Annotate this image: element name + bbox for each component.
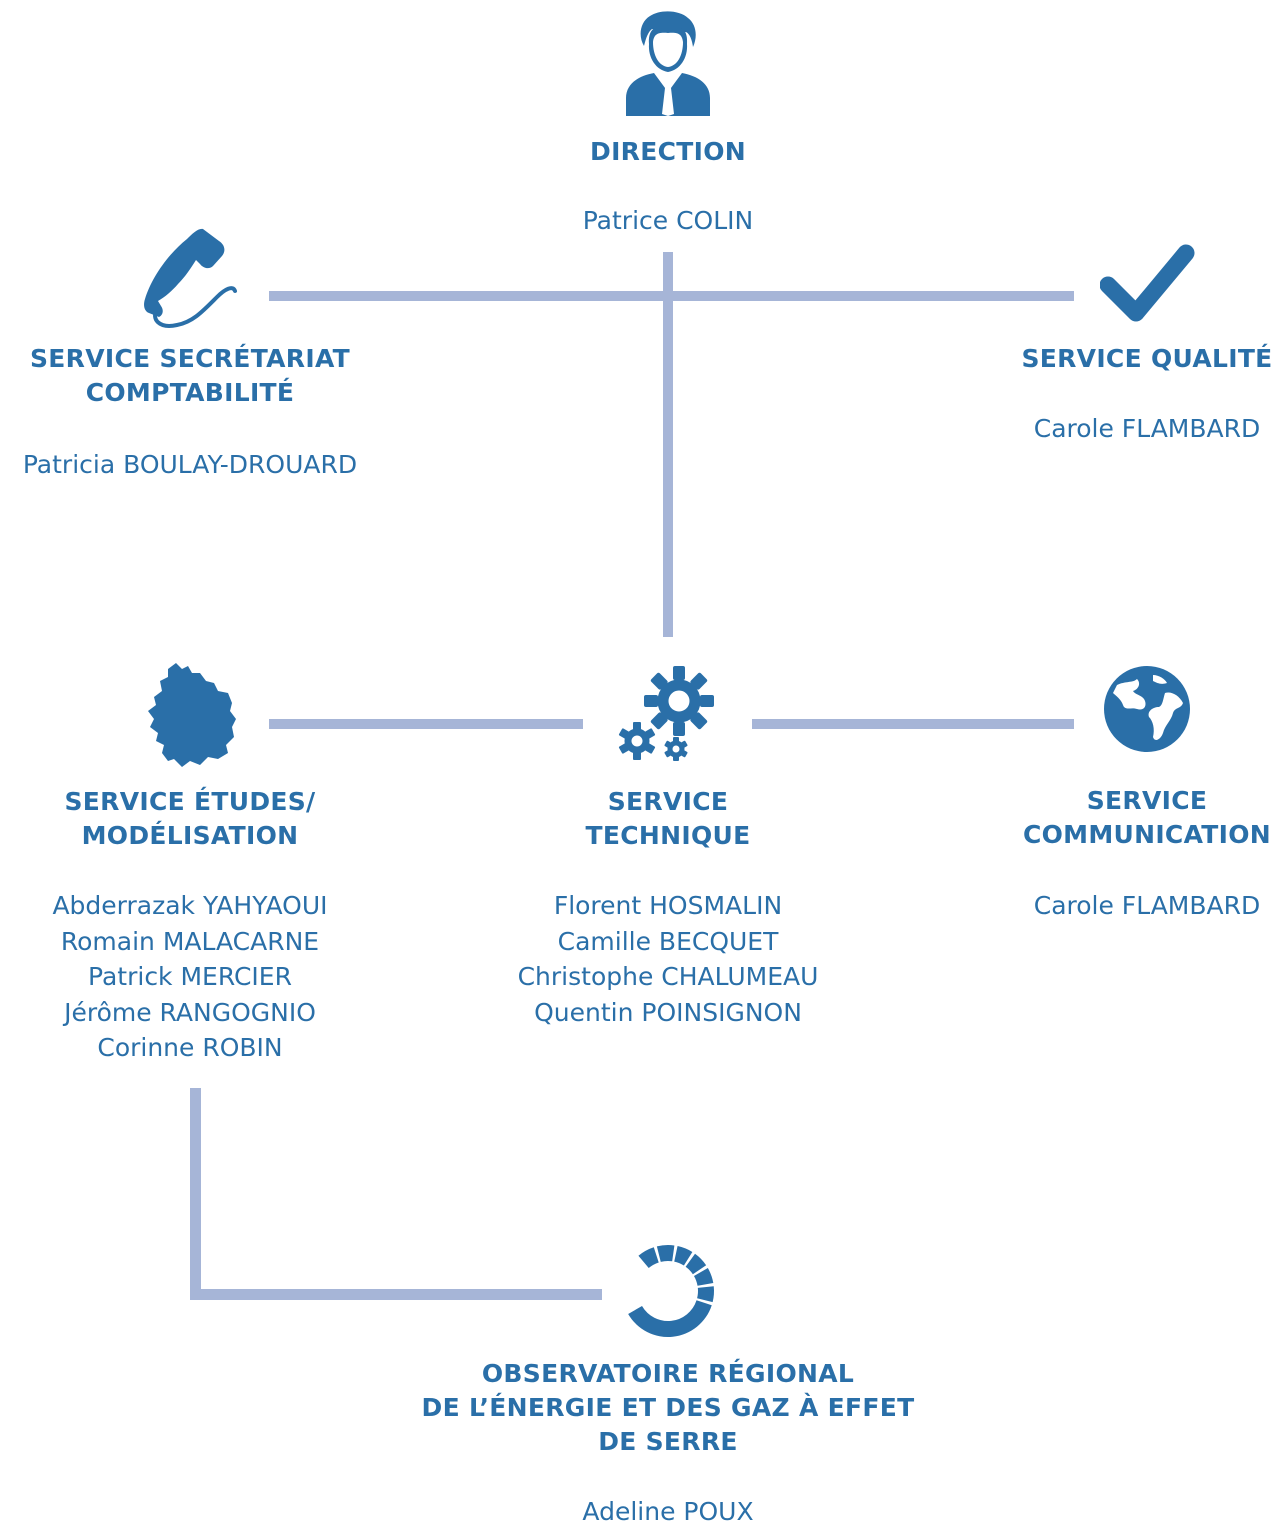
- member-name: Patrick MERCIER: [88, 962, 292, 991]
- etudes-members: Abderrazak YAHYAOUI Romain MALACARNE Pat…: [0, 888, 380, 1066]
- ring-segment: [638, 1247, 659, 1269]
- qualite-title: SERVICE QUALITÉ: [1016, 342, 1278, 376]
- title-line: SERVICE: [1086, 786, 1208, 815]
- communication-title: SERVICE COMMUNICATION: [1016, 784, 1278, 852]
- title-line: COMMUNICATION: [1022, 820, 1272, 849]
- title-line: OBSERVATOIRE RÉGIONAL: [481, 1359, 855, 1388]
- ring-segment: [656, 1245, 675, 1262]
- title-line: SERVICE: [607, 787, 729, 816]
- direction-title: DIRECTION: [590, 137, 746, 166]
- connector-etudes-observatoire: [190, 1289, 602, 1300]
- member-name: Romain MALACARNE: [60, 926, 320, 956]
- checkmark-icon: [1100, 241, 1196, 325]
- technique-title: SERVICE TECHNIQUE: [468, 785, 868, 853]
- member-name: Quentin POINSIGNON: [534, 997, 802, 1027]
- secretariat-title: SERVICE SECRÉTARIAT COMPTABILITÉ: [0, 342, 380, 410]
- member-name: Corinne ROBIN: [97, 1033, 283, 1062]
- connector-technique-etudes: [269, 719, 583, 729]
- technique-members: Florent HOSMALIN Camille BECQUET Christo…: [448, 888, 888, 1030]
- gears-icon: [617, 665, 719, 763]
- connector-technique-communication: [752, 719, 1074, 729]
- direction-members: Patrice COLIN: [468, 203, 868, 239]
- member-name: Florent HOSMALIN: [553, 891, 783, 920]
- title-line: SERVICE ÉTUDES/: [64, 787, 316, 816]
- member-name: Carole FLAMBARD: [1033, 414, 1261, 443]
- member-name: Camille BECQUET: [557, 926, 779, 956]
- ring-segment: [697, 1286, 714, 1303]
- member-name: Carole FLAMBARD: [1033, 891, 1261, 920]
- member-name: Adeline POUX: [582, 1497, 754, 1526]
- region-map-icon: [146, 661, 238, 769]
- title-line: MODÉLISATION: [81, 821, 299, 850]
- observatoire-members: Adeline POUX: [468, 1494, 868, 1530]
- member-name: Abderrazak YAHYAOUI: [52, 891, 328, 920]
- businessman-icon: [624, 10, 712, 118]
- qualite-members: Carole FLAMBARD: [1016, 411, 1278, 447]
- title-line: DE L’ÉNERGIE ET DES GAZ À EFFET: [421, 1393, 915, 1422]
- member-name: Patricia BOULAY-DROUARD: [22, 450, 358, 479]
- segmented-ring-icon: [620, 1243, 716, 1339]
- ring-segment: [685, 1253, 707, 1275]
- member-name: Jérôme RANGOGNIO: [64, 997, 316, 1027]
- observatoire-title: OBSERVATOIRE RÉGIONAL DE L’ÉNERGIE ET DE…: [368, 1357, 968, 1459]
- title-line: SERVICE QUALITÉ: [1021, 344, 1273, 373]
- globe-icon: [1103, 665, 1191, 753]
- secretariat-members: Patricia BOULAY-DROUARD: [0, 447, 380, 483]
- connector-direction-vertical: [663, 252, 673, 637]
- etudes-title: SERVICE ÉTUDES/ MODÉLISATION: [0, 785, 380, 853]
- title-line: COMPTABILITÉ: [85, 378, 295, 407]
- title-line: TECHNIQUE: [585, 821, 751, 850]
- ring-segment: [674, 1246, 693, 1266]
- communication-members: Carole FLAMBARD: [1016, 888, 1278, 924]
- title-line: DE SERRE: [598, 1427, 738, 1456]
- telephone-icon: [143, 225, 239, 331]
- ring-segment: [628, 1300, 712, 1337]
- ring-segment: [693, 1268, 714, 1286]
- member-name: Patrice COLIN: [582, 206, 754, 235]
- connector-etudes-vertical: [190, 1088, 201, 1300]
- member-name: Christophe CHALUMEAU: [517, 962, 819, 991]
- title-line: SERVICE SECRÉTARIAT: [29, 344, 351, 373]
